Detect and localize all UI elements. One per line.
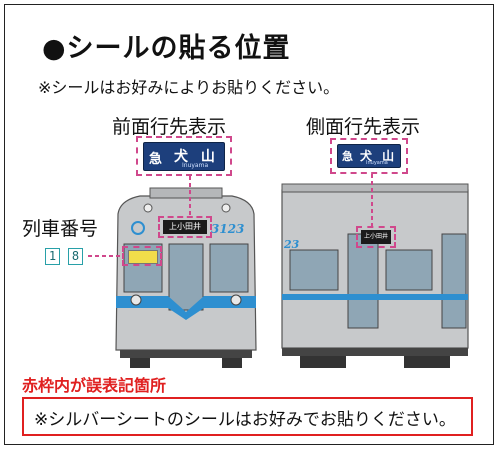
destination-name: 犬 山 [360, 149, 398, 163]
front-panel-text: 上小田井 [169, 222, 201, 231]
destination-romaji: Inuyama [182, 162, 209, 169]
front-destination-sign: 急 犬 山 Inuyama [143, 142, 225, 171]
side-car-illustration [281, 183, 469, 368]
front-panel-frame [158, 216, 212, 238]
page-title: ●シールの貼る位置 [42, 33, 291, 64]
front-destination-label: 前面行先表示 [112, 116, 227, 138]
front-panel-sign: 上小田井 [163, 220, 207, 234]
error-highlight-box [22, 397, 473, 436]
outer-frame [4, 4, 494, 445]
error-location-label: 赤枠内が誤表記箇所 [22, 376, 167, 395]
front-destination-frame [136, 136, 232, 176]
express-mark: 急 [149, 152, 163, 167]
front-train-number-window [128, 250, 158, 264]
side-panel-text: 上小田井 [363, 233, 388, 240]
front-car-illustration [115, 187, 257, 368]
side-destination-sign: 急 犬 山 Inuyama [337, 144, 401, 168]
side-panel-frame [356, 226, 396, 248]
destination-name: 犬 山 [174, 149, 219, 165]
front-car-number: 3123 [211, 222, 245, 236]
train-number-frame [122, 246, 162, 266]
destination-romaji: Inuyama [366, 160, 388, 166]
side-panel-sign: 上小田井 [361, 230, 391, 244]
silver-seat-note: ※シルバーシートのシールはお好みでお貼りください。 [34, 410, 456, 430]
side-car-number: 23 [284, 238, 300, 251]
side-destination-label: 側面行先表示 [306, 116, 421, 138]
optional-note: ※シールはお好みによりお貼りください。 [38, 78, 340, 97]
express-mark: 急 [342, 150, 353, 163]
train-number-label: 列車番号 [22, 218, 99, 240]
train-number-box-2: 8 [68, 248, 83, 265]
side-destination-frame [330, 138, 408, 174]
train-number-box-1: 1 [45, 248, 60, 265]
